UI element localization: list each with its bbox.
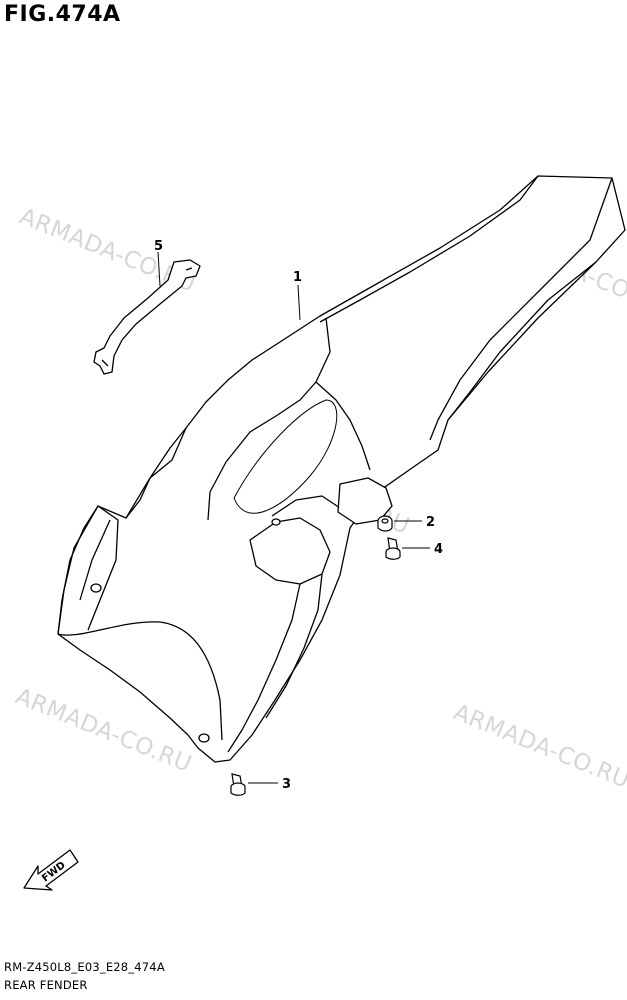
leader-lines: [157, 251, 430, 784]
watermark-bottom-right: ARMADA-CO.RU: [450, 699, 627, 793]
leader-5: [157, 251, 161, 287]
diagram-name: REAR FENDER: [4, 978, 88, 992]
bolt-part-4: [385, 537, 401, 560]
callouts: 1 2 3 4 5: [154, 239, 443, 792]
figure-title: FIG.474A: [4, 2, 121, 27]
rear-fender-part: [57, 175, 626, 763]
fwd-arrow-icon: FWD: [23, 849, 79, 891]
bracket-part: [93, 259, 201, 375]
nut-part-2: [377, 515, 393, 532]
callout-1: 1: [293, 270, 302, 285]
callout-3: 3: [282, 777, 291, 792]
callout-2: 2: [426, 515, 435, 530]
callout-4: 4: [434, 542, 443, 557]
bolt-part-3: [230, 773, 246, 796]
callout-5: 5: [154, 239, 163, 254]
diagram-code: RM-Z450L8_E03_E28_474A: [4, 960, 165, 974]
leader-1: [297, 284, 301, 321]
